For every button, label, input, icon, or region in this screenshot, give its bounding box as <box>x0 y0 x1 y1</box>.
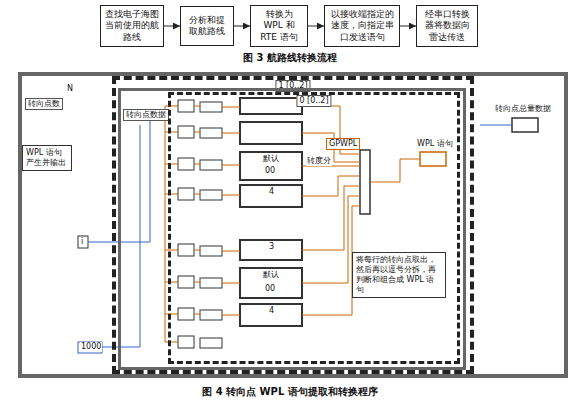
frame-label: 转向点数据 <box>123 109 169 121</box>
node-text: 将每行的转向点取出，然后再以逗号分拆，再判断和组合成 WPL 语句 <box>356 255 442 295</box>
diagram-label: 转度分 <box>306 156 332 166</box>
figure-caption: 图 4 转向点 WPL 语句提取和转换程序 <box>201 386 379 398</box>
node-text: WPL 语句产生并输出 <box>26 148 68 168</box>
diagram-label: 00 <box>264 284 276 294</box>
flow-arrow <box>308 26 324 27</box>
sequence-frame: 1 [0..2]转向点数据0 [0..2]GPWPL将每行的转向点取出，然后再以… <box>112 76 474 374</box>
diagram-label: 4 <box>268 187 275 197</box>
comment-box: WPL 语句产生并输出 <box>22 145 72 171</box>
node-text: 分析和提取航路线 <box>185 15 229 38</box>
process-box: 分析和提取航路线 <box>180 6 234 46</box>
frame-label: 转向点数 <box>25 98 63 110</box>
diagram-label: i <box>80 237 84 247</box>
string-constant: GPWPL <box>326 138 360 150</box>
diagram-label: 转向点总量数据 <box>494 104 552 114</box>
node-text: 经串口转换器将数据向雷达传送 <box>421 9 473 43</box>
sequence-frame: 0 [0..2] GPWPL 将每行的转向点取出，然后再以逗号分拆，再判断和组合成 … <box>168 92 460 364</box>
diagram-label: 00 <box>264 166 276 176</box>
node-text: GPWPL <box>329 139 357 149</box>
figure-caption: 图 3 航路线转换流程 <box>242 52 338 64</box>
for-loop-frame: 转向点数据 0 [0..2] GPWPL 将每行的转向点取出，然后再以逗号分拆，再判断… <box>118 88 466 370</box>
process-box: 查找电子海图当前使用的航路线 <box>100 5 164 47</box>
flow-arrow <box>164 26 180 27</box>
diagram-label: N <box>66 84 74 94</box>
process-box: 转换为 WPL 和 RTE 语句 <box>250 5 308 47</box>
flow-arrow <box>400 26 416 27</box>
diagram-label: 默认 <box>262 270 280 280</box>
node-text: 转换为 WPL 和 RTE 语句 <box>255 9 303 43</box>
diagram-label: WPL 语句 <box>416 139 454 149</box>
diagram-label: 1000 <box>80 342 102 352</box>
node-text: 以接收端指定的速度，向指定串口发送语句 <box>329 9 395 43</box>
process-box: 经串口转换器将数据向雷达传送 <box>416 5 478 47</box>
comment-box: 将每行的转向点取出，然后再以逗号分拆，再判断和组合成 WPL 语句 <box>352 252 446 298</box>
for-loop-frame: 转向点数WPL 语句产生并输出1 [0..2]转向点数据0 [0..2]GPWP… <box>18 72 568 378</box>
diagram-label: 4 <box>268 306 275 316</box>
node-text: 查找电子海图当前使用的航路线 <box>105 9 159 43</box>
process-box: 以接收端指定的速度，向指定串口发送语句 <box>324 5 400 47</box>
diagram-label: 3 <box>268 242 275 252</box>
diagram-label: 默认 <box>262 154 280 164</box>
flow-arrow <box>234 26 250 27</box>
frame-label: 0 [0..2] <box>296 95 331 107</box>
